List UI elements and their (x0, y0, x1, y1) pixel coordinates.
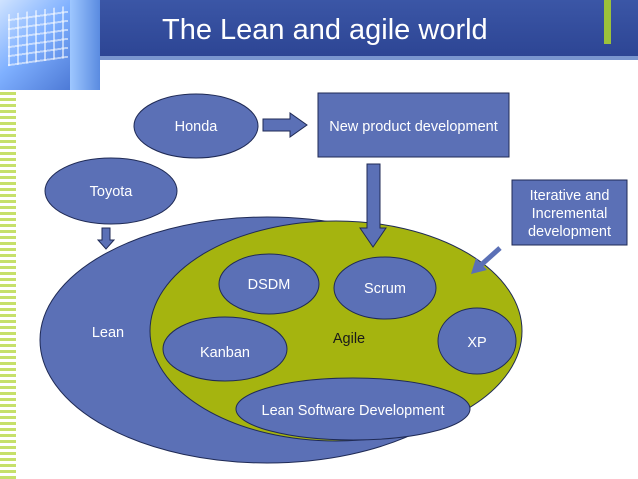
scrum-ellipse (333, 256, 437, 320)
toyota-ellipse (44, 157, 178, 225)
scrum-label: Scrum (364, 281, 406, 297)
slide-header: The Lean and agile world (0, 0, 638, 90)
npd-box (317, 92, 510, 158)
honda-ellipse (133, 93, 259, 159)
honda-label: Honda (175, 119, 219, 135)
arrow-iterative-line (479, 246, 502, 267)
header-accent-bar (604, 0, 611, 44)
lean-label: Lean (92, 325, 124, 341)
toyota-label: Toyota (90, 184, 134, 200)
lsd-ellipse (235, 377, 471, 441)
lsd-label: Lean Software Development (262, 403, 445, 419)
arrow-iterative-head (471, 258, 487, 274)
kanban-label: Kanban (200, 345, 250, 361)
agile-label: Agile (333, 331, 365, 347)
dsdm-label: DSDM (248, 277, 291, 293)
iterative-label-line1: Iterative and (530, 188, 610, 204)
template-logo-icon (0, 0, 100, 90)
side-stripe (0, 90, 16, 479)
kanban-ellipse (162, 316, 288, 382)
npd-label: New product development (329, 119, 497, 135)
iterative-label-line3: development (528, 224, 611, 240)
slide-title: The Lean and agile world (162, 14, 488, 46)
dsdm-ellipse (218, 253, 320, 315)
header-band (100, 0, 638, 60)
arrow-honda-to-npd (262, 112, 308, 138)
iterative-box (511, 179, 628, 246)
xp-label: XP (467, 335, 486, 351)
header-rule (100, 56, 638, 60)
xp-ellipse (437, 307, 517, 375)
arrow-npd-to-scrum (359, 163, 387, 248)
iterative-label-line2: Incremental (532, 206, 608, 222)
arrow-toyota-down (96, 227, 116, 250)
